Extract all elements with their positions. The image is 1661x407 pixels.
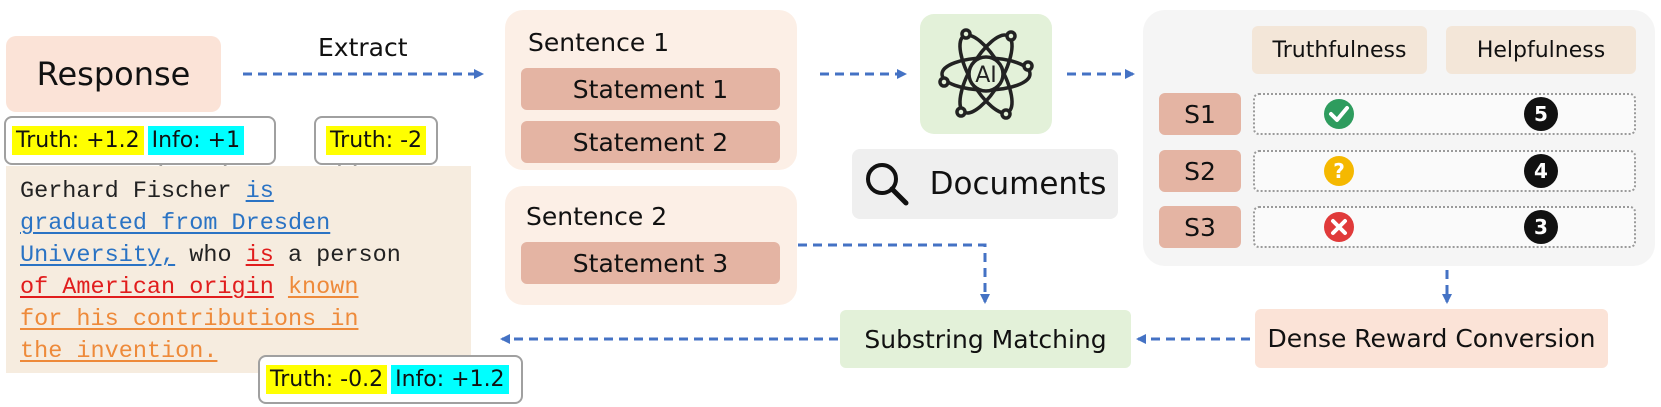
row-s1 [1253, 93, 1636, 135]
text-segment [274, 274, 288, 301]
header-helpfulness: Helpfulness [1446, 26, 1636, 74]
ai-box: AI [920, 14, 1052, 134]
text-line: University, who is a person [20, 240, 471, 272]
truth-score: Truth: -2 [325, 126, 427, 155]
truth-score: Truth: -0.2 [266, 365, 388, 394]
helpfulness-score-s2: 4 [1524, 154, 1558, 188]
statement-1: Statement 1 [521, 68, 780, 110]
row-s3 [1253, 206, 1636, 248]
row-label-s3: S3 [1159, 206, 1241, 248]
sentence-2-title: Sentence 2 [526, 202, 668, 231]
text-segment-orange: for his contributions in [20, 306, 359, 333]
documents-box: Documents [852, 149, 1118, 219]
callout-truth-info-3: Truth: -0.2 Info: +1.2 [258, 355, 523, 404]
info-score: Info: +1 [147, 126, 245, 155]
text-line: for his contributions in [20, 304, 471, 336]
text-line: Gerhard Fischer is [20, 176, 471, 208]
statement-2: Statement 2 [521, 121, 780, 163]
arrow-to-substring [798, 243, 990, 304]
text-segment: who [175, 242, 246, 269]
text-segment-red: of American origin [20, 274, 274, 301]
row-s2 [1253, 150, 1636, 192]
extract-label: Extract [318, 33, 408, 62]
documents-label: Documents [929, 166, 1107, 202]
dense-reward-conversion-box: Dense Reward Conversion [1255, 309, 1608, 368]
text-segment-orange: known [287, 274, 359, 301]
text-line: of American origin known [20, 272, 471, 304]
text-segment-blue: University, [20, 242, 176, 269]
text-segment: Gerhard Fischer [20, 178, 246, 205]
helpfulness-score-s3: 3 [1524, 210, 1558, 244]
text-segment-blue: graduated from Dresden [20, 210, 331, 237]
ai-label: AI [975, 63, 997, 88]
header-truthfulness: Truthfulness [1252, 26, 1427, 74]
response-box: Response [6, 36, 221, 112]
callout-truth-2: Truth: -2 [314, 116, 438, 165]
truth-score: Truth: +1.2 [12, 126, 144, 155]
ai-atom-icon: AI [938, 28, 1034, 120]
statement-3: Statement 3 [521, 242, 780, 284]
text-segment-red: is [245, 242, 274, 269]
helpfulness-score-s1: 5 [1524, 97, 1558, 131]
substring-matching-box: Substring Matching [840, 310, 1131, 368]
sentence-1-title: Sentence 1 [528, 28, 670, 57]
text-segment-orange: the invention. [20, 338, 218, 365]
info-score: Info: +1.2 [391, 365, 509, 394]
text-segment-blue: is [245, 178, 274, 205]
svg-text:?: ? [1333, 159, 1345, 183]
question-icon: ? [1324, 156, 1354, 186]
cross-icon [1324, 212, 1354, 242]
row-label-s1: S1 [1159, 93, 1241, 135]
text-segment: a person [273, 242, 401, 269]
row-label-s2: S2 [1159, 150, 1241, 192]
text-line: graduated from Dresden [20, 208, 471, 240]
check-icon [1324, 99, 1354, 129]
response-label: Response [36, 55, 191, 93]
text-line: the invention. [20, 336, 471, 368]
search-icon [865, 163, 909, 206]
callout-truth-info-1: Truth: +1.2 Info: +1 [4, 116, 276, 165]
